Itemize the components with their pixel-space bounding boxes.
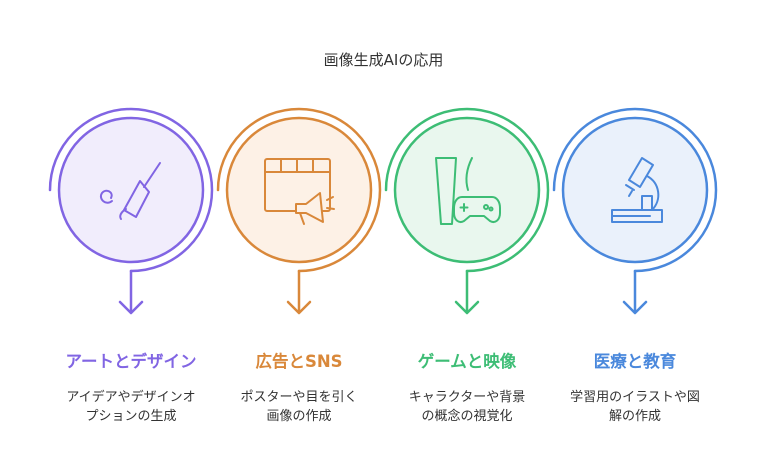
stage-art-design <box>48 107 214 315</box>
stage-arrow <box>286 269 312 315</box>
stage-arrow <box>622 269 648 315</box>
description-art-design: アイデアやデザインオプションの生成 <box>66 390 196 424</box>
microscope-icon <box>611 157 663 223</box>
stage-ring <box>552 107 718 273</box>
label-art-design: アートとデザイン アイデアやデザインオプションの生成 <box>46 350 216 426</box>
label-advertising-sns: 広告とSNS ポスターや目を引く画像の作成 <box>214 350 384 426</box>
stage-ring <box>384 107 550 273</box>
stage-games-film <box>384 107 550 315</box>
label-medicine-education: 医療と教育 学習用のイラストや図解の作成 <box>550 350 720 426</box>
stage-advertising-sns <box>216 107 382 315</box>
diagram-title: 画像生成AIの応用 <box>323 51 444 69</box>
description-games-film: キャラクターや背景の概念の視覚化 <box>408 390 526 424</box>
billboard-megaphone-icon <box>264 158 335 225</box>
heading-games-film: ゲームと映像 <box>417 352 517 371</box>
heading-advertising-sns: 広告とSNS <box>255 352 343 371</box>
description-advertising-sns: ポスターや目を引く画像の作成 <box>240 390 358 424</box>
heading-medicine-education: 医療と教育 <box>593 352 677 371</box>
stage-arrow <box>118 269 144 315</box>
stage-circle <box>225 116 373 264</box>
heading-art-design: アートとデザイン <box>65 352 197 371</box>
stage-circle <box>57 116 205 264</box>
paintbrush-icon <box>100 162 161 220</box>
stage-medicine-education <box>552 107 718 315</box>
stage-ring <box>216 107 382 273</box>
label-games-film: ゲームと映像 キャラクターや背景の概念の視覚化 <box>382 350 552 426</box>
description-medicine-education: 学習用のイラストや図解の作成 <box>570 390 700 424</box>
stage-ring <box>48 107 214 273</box>
stage-arrow <box>454 269 480 315</box>
film-gamepad-icon <box>435 157 501 225</box>
